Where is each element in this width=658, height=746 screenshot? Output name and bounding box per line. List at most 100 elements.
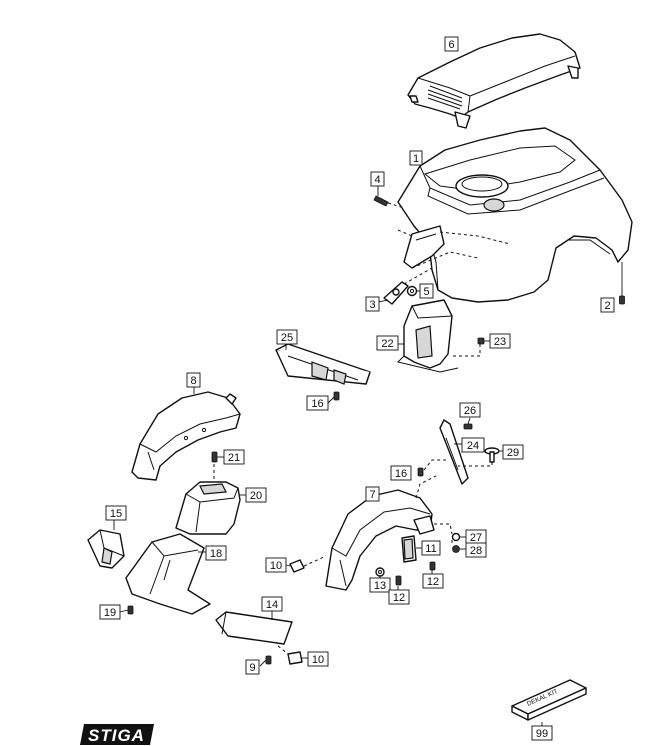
part-18-front-panel (125, 533, 211, 615)
svg-text:12: 12 (427, 576, 439, 588)
callout-19: 19 (99, 604, 121, 620)
part-10-clip-lower (277, 645, 308, 665)
part-1-rear-body (397, 127, 633, 303)
callout-21: 21 (223, 449, 245, 465)
svg-text:27: 27 (470, 532, 482, 544)
part-28-nut (434, 523, 466, 553)
callout-99: 99 (531, 725, 553, 741)
callout-13: 13 (369, 577, 391, 593)
part-27-washer (451, 532, 466, 542)
svg-text:19: 19 (104, 607, 116, 619)
part-23-screw (452, 337, 490, 357)
svg-text:10: 10 (270, 560, 282, 572)
part-2-screw (619, 262, 625, 305)
svg-text:16: 16 (311, 398, 323, 410)
svg-text:18: 18 (210, 548, 222, 560)
stiga-logo: STIGA (80, 724, 154, 745)
part-6-hood-cover (407, 33, 581, 129)
part-15-clip (87, 520, 125, 569)
part-16-screw-upper (327, 391, 340, 404)
callout-12-left: 12 (388, 589, 410, 605)
callout-7: 7 (365, 486, 380, 502)
part-8-fender (131, 386, 241, 481)
part-24-bracket (439, 419, 469, 485)
part-4-screw (373, 186, 405, 209)
part-29-knob (458, 447, 504, 467)
callout-27: 27 (465, 529, 487, 545)
part-26-screw (463, 417, 473, 430)
callout-1: 1 (409, 150, 423, 166)
callout-9: 9 (245, 659, 260, 675)
callout-5: 5 (419, 283, 434, 299)
svg-text:25: 25 (281, 332, 293, 344)
callout-25: 25 (276, 329, 298, 345)
callout-16-upper: 16 (306, 395, 329, 411)
part-21-screw (211, 451, 224, 482)
part-3-bracket (377, 281, 409, 305)
svg-text:3: 3 (369, 299, 375, 311)
svg-text:10: 10 (312, 654, 324, 666)
callout-28: 28 (465, 542, 487, 558)
svg-text:16: 16 (395, 468, 407, 480)
callout-26: 26 (459, 402, 481, 418)
svg-text:8: 8 (190, 375, 196, 387)
callout-16-lower: 16 (390, 465, 412, 481)
callout-10-lower: 10 (307, 651, 329, 667)
part-99-decal-kit: DEKAL KIT (511, 679, 587, 726)
svg-text:23: 23 (494, 336, 506, 348)
svg-text:28: 28 (470, 545, 482, 557)
part-14-plate (215, 610, 293, 645)
part-9-screw (259, 655, 272, 667)
svg-text:99: 99 (536, 728, 548, 740)
callout-18: 18 (205, 545, 227, 561)
part-22-bracket (397, 299, 459, 373)
svg-text:21: 21 (228, 452, 240, 464)
callout-22: 22 (376, 335, 399, 351)
callout-12-right: 12 (422, 573, 444, 589)
callout-6: 6 (444, 36, 459, 52)
svg-text:1: 1 (413, 153, 419, 165)
part-13-washer (375, 567, 385, 580)
part-10-clip-upper (285, 555, 327, 573)
hood-vent-slots (427, 85, 463, 110)
svg-text:26: 26 (464, 405, 476, 417)
svg-text:9: 9 (249, 662, 255, 674)
part-20-cover (175, 481, 246, 535)
svg-text:29: 29 (507, 447, 519, 459)
part-19-screw (119, 605, 134, 615)
part-7-fender (325, 475, 437, 591)
part-5-washer (406, 285, 420, 297)
svg-text:2: 2 (604, 300, 610, 312)
callout-2: 2 (600, 297, 615, 313)
svg-text:20: 20 (250, 490, 262, 502)
svg-text:14: 14 (266, 599, 278, 611)
callout-11: 11 (421, 540, 441, 556)
svg-text:15: 15 (110, 508, 122, 520)
callout-3: 3 (365, 296, 380, 312)
callout-10-upper: 10 (265, 557, 287, 573)
svg-text:6: 6 (448, 39, 454, 51)
svg-text:7: 7 (369, 489, 375, 501)
callout-24: 24 (461, 437, 485, 453)
part-12-screw-a (395, 575, 402, 592)
svg-text:13: 13 (374, 580, 386, 592)
svg-text:24: 24 (467, 440, 479, 452)
svg-text:4: 4 (374, 174, 380, 186)
svg-text:12: 12 (393, 592, 405, 604)
callout-29: 29 (502, 444, 524, 460)
part-25-rail (275, 343, 371, 385)
stiga-logo-text: STIGA (88, 726, 145, 745)
part-11-bracket (401, 535, 422, 563)
svg-text:22: 22 (381, 338, 393, 350)
part-16-screw-lower (417, 459, 446, 477)
svg-text:5: 5 (423, 286, 429, 298)
callout-4: 4 (370, 171, 385, 187)
callout-20: 20 (245, 487, 267, 503)
callout-14: 14 (261, 596, 283, 612)
callout-15: 15 (105, 505, 127, 521)
callout-23: 23 (489, 333, 511, 349)
svg-text:11: 11 (425, 543, 436, 555)
callout-8: 8 (186, 372, 201, 388)
